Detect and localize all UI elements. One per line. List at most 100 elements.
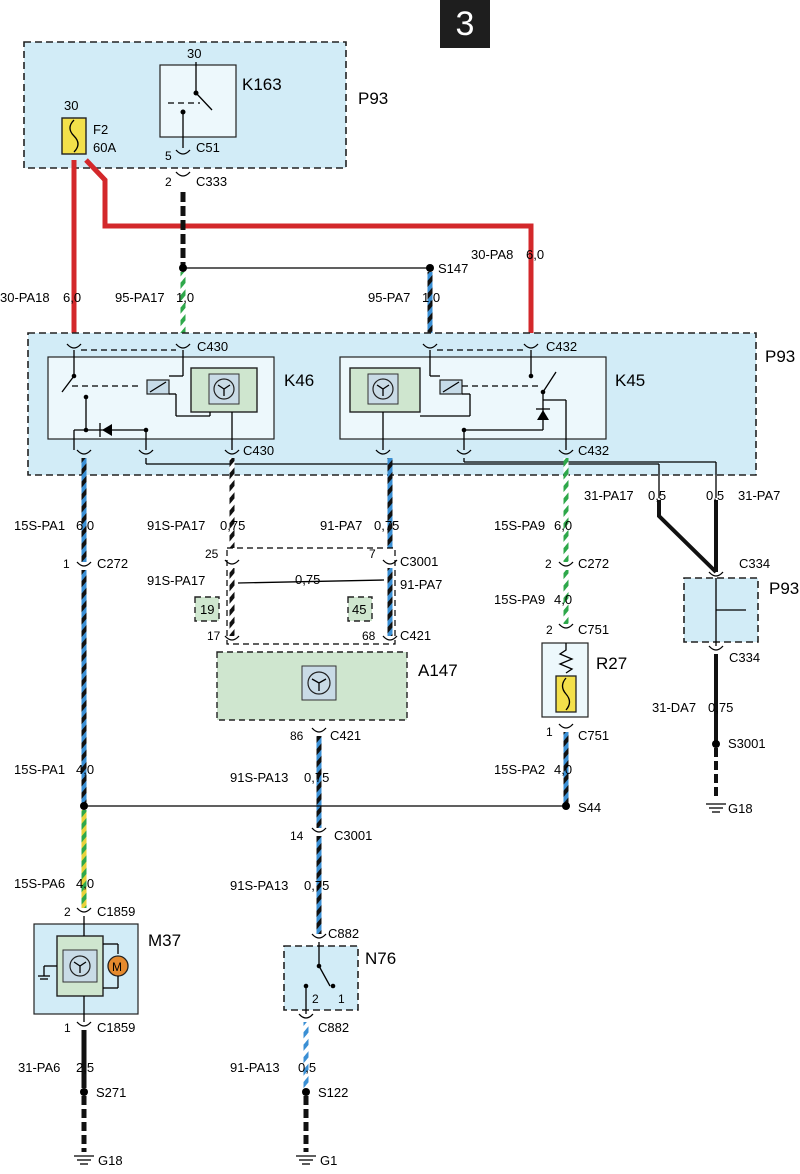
w-31pa7-size: 0,5 (706, 488, 724, 503)
wire-31-pa17 (657, 500, 718, 574)
s44-label: S44 (578, 800, 601, 815)
g1-label: G1 (320, 1153, 337, 1168)
w-91pa13-size: 0,5 (298, 1060, 316, 1075)
k45-diode (537, 410, 549, 420)
p93-small-label: P93 (769, 579, 799, 598)
m37-motor-letter: M (112, 960, 122, 974)
c430-top-label: C430 (197, 339, 228, 354)
c3001-pin-l: 25 (205, 547, 219, 561)
c3001-bot-label: C3001 (334, 828, 372, 843)
n76-pin-2: 2 (312, 992, 319, 1006)
s122-splice (302, 1088, 310, 1096)
w-31pa7-code: 31-PA7 (738, 488, 780, 503)
g18-right-label: G18 (728, 801, 753, 816)
k46-diode (102, 424, 112, 436)
k46-transistor-icon (213, 378, 235, 400)
r27-label: R27 (596, 654, 627, 673)
f2-pin: 30 (64, 98, 78, 113)
c751-bot-pin: 1 (546, 725, 553, 739)
page-number-badge: 3 (440, 0, 490, 48)
k163-pin-30: 30 (187, 46, 201, 61)
w-31da7-code: 31-DA7 (652, 700, 696, 715)
w-15spa1-b-size: 4,0 (76, 762, 94, 777)
k163-relay (159, 64, 237, 138)
w-91spa13-a-code: 91S-PA13 (230, 770, 288, 785)
w-91pa7-a-code: 91-PA7 (320, 518, 362, 533)
w-15spa9-a-code: 15S-PA9 (494, 518, 545, 533)
w-mid-size: 0,75 (295, 572, 320, 587)
w-95pa17-size: 1,0 (176, 290, 194, 305)
c3001-top-label: C3001 (400, 554, 438, 569)
a147-ref-box-19 (194, 596, 220, 622)
c3001-pin-r: 7 (369, 547, 376, 561)
w-91spa13-b-size: 0,75 (304, 878, 329, 893)
c272-b-pin: 2 (545, 557, 552, 571)
w-15spa1-a-size: 6,0 (76, 518, 94, 533)
s271-label: S271 (96, 1085, 126, 1100)
g18-left-label: G18 (98, 1153, 123, 1168)
p93-mid-label: P93 (765, 347, 795, 366)
c272-a-label: C272 (97, 556, 128, 571)
k45-transistor-icon (372, 378, 394, 400)
s147-splice-dot (179, 264, 187, 272)
c1859-top-label: C1859 (97, 904, 135, 919)
c334-top-label: C334 (739, 556, 770, 571)
a147-label: A147 (418, 661, 458, 680)
w-15spa9-b-code: 15S-PA9 (494, 592, 545, 607)
c432-top-label: C432 (546, 339, 577, 354)
w-95pa7-size: 1,0 (422, 290, 440, 305)
a147-ref-19: 19 (200, 602, 214, 617)
s3001-label: S3001 (728, 736, 766, 751)
c1859-bot-pin: 1 (64, 1021, 71, 1035)
w-31da7-size: 0,75 (708, 700, 733, 715)
k45-label: K45 (615, 371, 645, 390)
w-95pa17-code: 95-PA17 (115, 290, 165, 305)
c3001-ref-box (226, 547, 396, 645)
w-91pa7-b-code: 91-PA7 (400, 577, 442, 592)
ground-g1-icon (296, 1155, 316, 1165)
c432-bot-label: C432 (578, 443, 609, 458)
w-30pa18-size: 6,0 (63, 290, 81, 305)
w-31pa17-size: 0,5 (648, 488, 666, 503)
c751-top-pin: 2 (546, 623, 553, 637)
wire-30-pa8 (84, 158, 534, 340)
c1859-top-pin: 2 (64, 905, 71, 919)
w-15spa9-b-size: 4,0 (554, 592, 572, 607)
a147-transistor-icon (307, 671, 331, 695)
c333-pin: 2 (165, 175, 172, 189)
w-15spa1-b-code: 15S-PA1 (14, 762, 65, 777)
w-15spa1-a-code: 15S-PA1 (14, 518, 65, 533)
k46-label: K46 (284, 371, 314, 390)
w-95pa7-code: 95-PA7 (368, 290, 410, 305)
w-31pa6-code: 31-PA6 (18, 1060, 60, 1075)
w-31pa17-code: 31-PA17 (584, 488, 634, 503)
w-91spa17-a-code: 91S-PA17 (147, 518, 205, 533)
a147-ref-box-45 (347, 596, 373, 622)
c334-bot-label: C334 (729, 650, 760, 665)
c421-bot-pin: 86 (290, 729, 304, 743)
c272-a-pin: 1 (63, 557, 70, 571)
page-number: 3 (455, 5, 475, 43)
c51-label: C51 (196, 140, 220, 155)
w-91spa17-a-size: 0,75 (220, 518, 245, 533)
w-30pa18-code: 30-PA18 (0, 290, 50, 305)
c882-bot-label: C882 (318, 1020, 349, 1035)
w-15spa6-code: 15S-PA6 (14, 876, 65, 891)
w-31pa6-size: 2,5 (76, 1060, 94, 1075)
a147-ref-45: 45 (352, 602, 366, 617)
w-15spa2-code: 15S-PA2 (494, 762, 545, 777)
w-91spa17-b-code: 91S-PA17 (147, 573, 205, 588)
w-91pa13-code: 91-PA13 (230, 1060, 280, 1075)
w-91pa7-a-size: 0,75 (374, 518, 399, 533)
m37-transistor-icon (69, 955, 91, 977)
ground-g18-left-icon (74, 1155, 94, 1165)
w-15spa9-a-size: 6,0 (554, 518, 572, 533)
f2-rating: 60A (93, 140, 116, 155)
c751-bot-label: C751 (578, 728, 609, 743)
c1859-bot-label: C1859 (97, 1020, 135, 1035)
c421-top-label: C421 (400, 628, 431, 643)
k163-switch-symbol (168, 62, 213, 148)
a147-module (216, 651, 408, 721)
ground-g18-right-icon (706, 803, 726, 813)
